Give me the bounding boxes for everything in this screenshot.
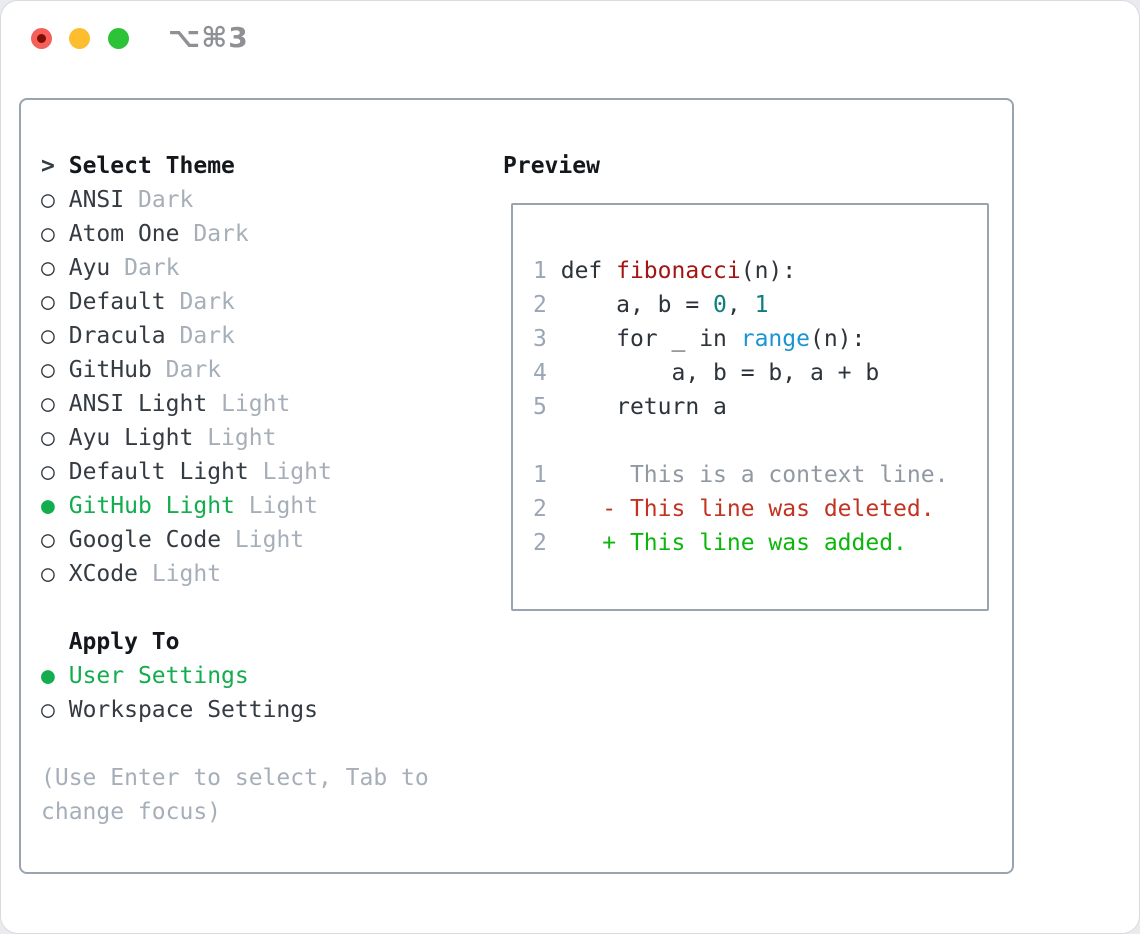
radio-icon: ○ [41,357,55,383]
preview-code-line: 1 This is a context line. [533,462,949,488]
apply-option-workspace-settings[interactable]: ○ Workspace Settings [41,697,318,723]
preview-code-line: 4 a, b = b, a + b [533,360,880,386]
titlebar: ⌥⌘3 [1,1,1139,77]
radio-icon: ○ [41,425,55,451]
theme-option-dracula[interactable]: ○ Dracula Dark [41,323,235,349]
theme-option-xcode[interactable]: ○ XCode Light [41,561,222,587]
spacer-row [41,591,429,625]
theme-option-ansi[interactable]: ○ ANSI Dark [41,187,194,213]
preview-code-line: 2 a, b = 0, 1 [533,292,769,318]
select-theme-heading: > Select Theme [41,153,235,179]
theme-option-default-light[interactable]: ○ Default Light Light [41,459,332,485]
radio-icon: ● [41,663,55,689]
preview-code-line: 2 - This line was deleted. [533,496,935,522]
radio-icon: ○ [41,255,55,281]
apply-to-heading: Apply To [68,629,180,655]
radio-icon: ○ [41,561,55,587]
preview-code-line [533,424,987,458]
preview-code-line: 3 for _ in range(n): [533,326,866,352]
radio-icon: ○ [41,187,55,213]
radio-icon: ○ [41,697,55,723]
radio-icon: ○ [41,459,55,485]
theme-option-ayu-light[interactable]: ○ Ayu Light Light [41,425,277,451]
theme-picker-panel: > Select Theme ○ ANSI Dark ○ Atom One Dark… [19,98,1014,874]
radio-icon: ● [41,493,55,519]
theme-option-github[interactable]: ○ GitHub Dark [41,357,222,383]
apply-option-user-settings[interactable]: ● User Settings [41,663,249,689]
radio-icon: ○ [41,391,55,417]
radio-icon: ○ [41,323,55,349]
preview-code-box: 1 def fibonacci(n): 2 a, b = 0, 1 3 for _ … [511,203,989,611]
close-button[interactable] [31,28,52,49]
theme-option-google-code[interactable]: ○ Google Code Light [41,527,305,553]
preview-code-line: 5 return a [533,394,727,420]
theme-option-ansi-light[interactable]: ○ ANSI Light Light [41,391,291,417]
preview-code-line: 2 + This line was added. [533,530,907,556]
keyboard-hint-text: change focus) [41,799,222,825]
keyboard-hint-text: (Use Enter to select, Tab to [41,765,429,791]
radio-icon: ○ [41,289,55,315]
unsaved-indicator-dot [37,34,46,43]
zoom-button[interactable] [108,28,129,49]
theme-list: > Select Theme ○ ANSI Dark ○ Atom One Dark… [41,149,429,829]
spacer-row [41,727,429,761]
radio-icon: ○ [41,221,55,247]
theme-option-ayu[interactable]: ○ Ayu Dark [41,255,180,281]
preview-heading: Preview [503,153,600,179]
theme-option-default[interactable]: ○ Default Dark [41,289,235,315]
window-title: ⌥⌘3 [168,21,249,54]
preview-code-line: 1 def fibonacci(n): [533,258,797,284]
theme-option-atom-one[interactable]: ○ Atom One Dark [41,221,249,247]
minimize-button[interactable] [69,28,90,49]
theme-option-github-light[interactable]: ● GitHub Light Light [41,493,318,519]
radio-icon: ○ [41,527,55,553]
